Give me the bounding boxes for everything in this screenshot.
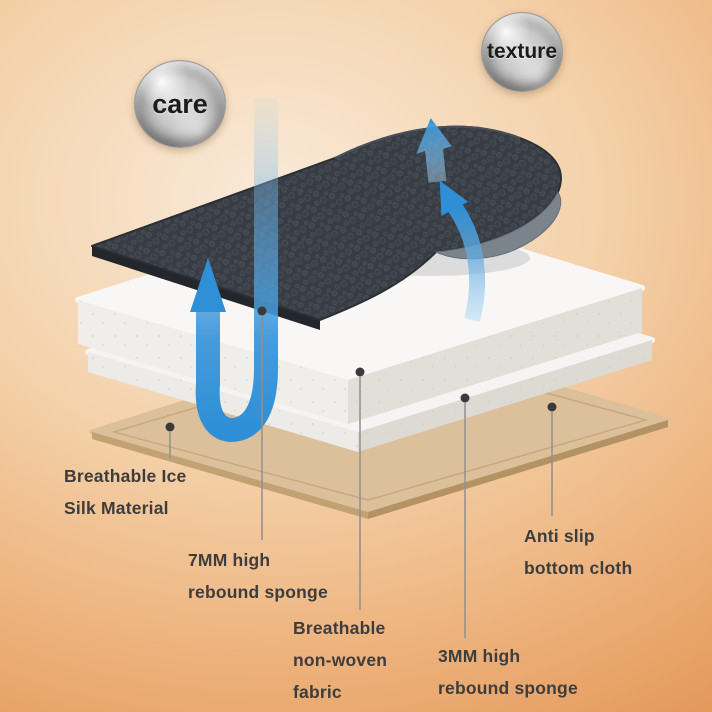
label-line: Silk Material [64, 498, 169, 518]
anti-slip-right-face [368, 420, 668, 519]
label-line: non-woven [293, 650, 388, 670]
anti-slip-left-face [92, 432, 368, 519]
label-line: 3MM high [438, 646, 521, 666]
leader-dot [355, 367, 365, 377]
label-line: fabric [293, 682, 342, 702]
curved-up-arrowhead-icon [439, 180, 468, 216]
label-line: Anti slip [524, 526, 595, 546]
label-non-woven: Breathable non-woven fabric [293, 612, 387, 708]
texture-badge-label: texture [486, 40, 558, 63]
label-line: 7MM high [188, 550, 271, 570]
label-anti-slip: Anti slip bottom cloth [524, 520, 632, 584]
label-ice-silk: Breathable Ice Silk Material [64, 460, 186, 524]
up-arrow-icon [416, 118, 452, 183]
label-sponge-3mm: 3MM high rebound sponge [438, 640, 578, 704]
curved-up-arrow-icon [447, 201, 486, 323]
label-line: Breathable [293, 618, 386, 638]
care-badge: care [134, 60, 226, 148]
label-line: rebound sponge [438, 678, 578, 698]
label-line: rebound sponge [188, 582, 328, 602]
airflow-arrows [190, 98, 486, 443]
circulation-arrow-icon [195, 98, 278, 443]
leader-dot [547, 402, 557, 412]
circulation-arrowhead-icon [190, 258, 226, 312]
leader-dot [257, 306, 267, 316]
care-badge-label: care [152, 88, 208, 119]
leader-dot [165, 422, 175, 432]
leader-dot [460, 393, 470, 403]
label-sponge-7mm: 7MM high rebound sponge [188, 544, 328, 608]
leader-lines [169, 316, 553, 638]
label-line: Breathable Ice [64, 466, 187, 486]
label-line: bottom cloth [524, 558, 633, 578]
leader-dots [165, 306, 557, 432]
texture-badge: texture [481, 12, 563, 92]
